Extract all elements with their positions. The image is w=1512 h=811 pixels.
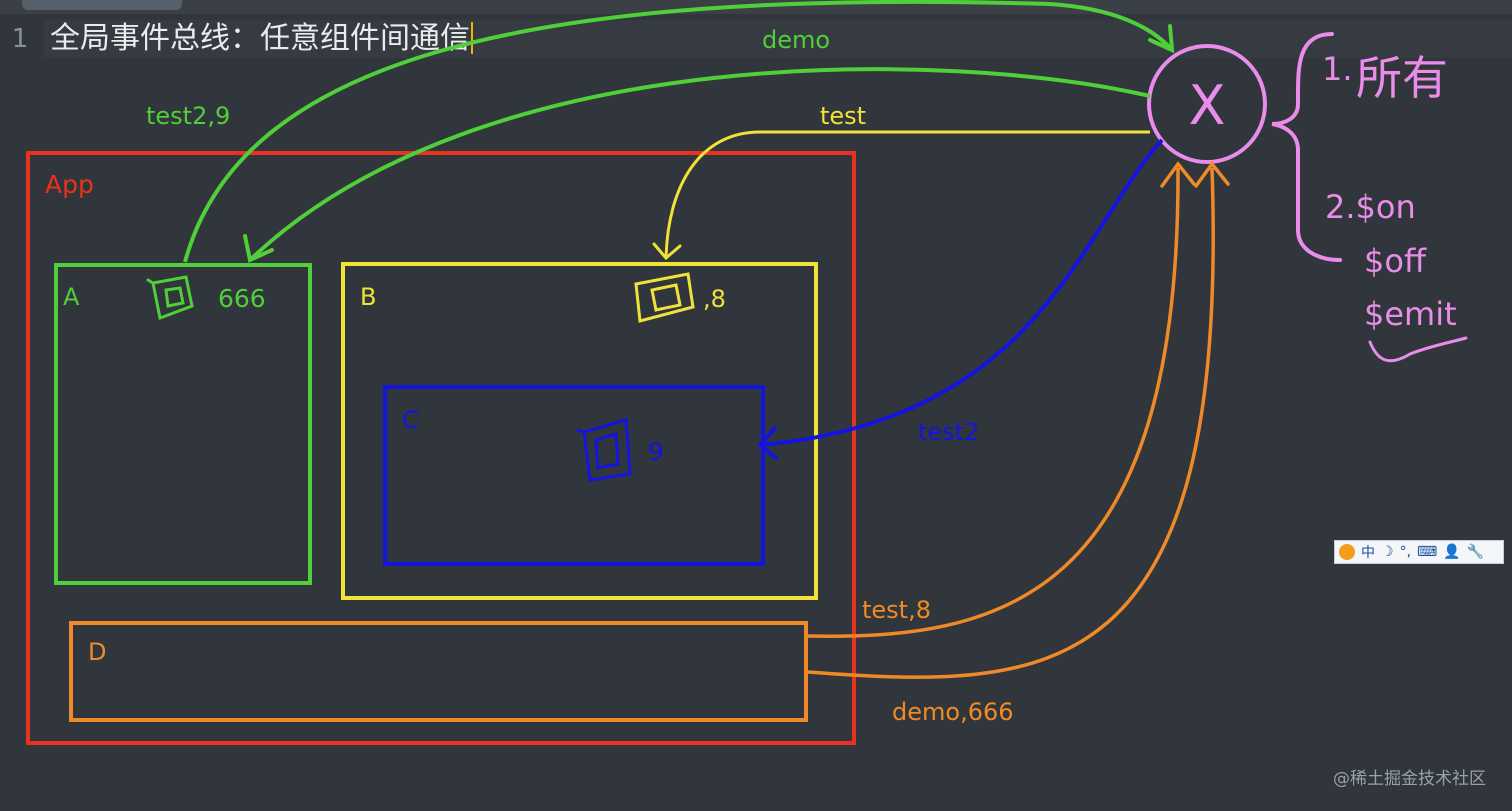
line-number: 1	[11, 24, 29, 54]
component-c-value: 9	[648, 437, 664, 466]
label-test2-9: test2,9	[146, 102, 230, 130]
label-test-8: test,8	[862, 596, 931, 624]
note-off: $off	[1364, 242, 1427, 280]
notes-brace	[1271, 32, 1342, 262]
keyboard-icon[interactable]: ⌨	[1417, 544, 1438, 560]
component-b-box	[341, 262, 818, 600]
note-item1-scribble: 所有	[1356, 51, 1448, 105]
editor-tab[interactable]	[22, 0, 182, 10]
text-caret	[471, 22, 473, 54]
component-c-box	[383, 385, 765, 566]
ime-logo-icon[interactable]	[1339, 544, 1355, 560]
code-line[interactable]: 全局事件总线：任意组件间通信	[50, 20, 473, 58]
component-a-scribble-icon	[146, 275, 194, 321]
arrow-bus-to-c-head	[757, 426, 778, 460]
app-box	[26, 151, 856, 745]
app-label: App	[45, 170, 94, 199]
label-test2: test2	[918, 418, 979, 446]
component-c-scribble-icon	[576, 418, 632, 482]
user-icon[interactable]: 👤	[1443, 544, 1461, 560]
component-b-label: B	[360, 283, 376, 311]
ime-toolbar[interactable]: 中 ☽ °, ⌨ 👤 🔧	[1334, 540, 1504, 564]
component-d-box	[69, 621, 808, 722]
arrow-bus-to-a	[248, 67, 1151, 262]
arrow-bus-to-c	[759, 138, 1164, 447]
current-line-highlight	[44, 20, 1512, 58]
arrow-bus-to-b-head	[652, 242, 682, 261]
arrow-a-to-bus	[183, 0, 1174, 263]
note-emit-underline	[1368, 336, 1468, 363]
component-a-box	[54, 263, 312, 585]
moon-icon[interactable]: ☽	[1381, 544, 1394, 560]
label-test: test	[820, 102, 866, 130]
label-demo: demo	[762, 26, 830, 54]
arrow-bus-to-b	[664, 130, 1150, 259]
component-d-label: D	[88, 638, 106, 666]
arrow-a-to-bus-head	[1148, 24, 1175, 54]
arrow-d-to-bus-test	[807, 167, 1180, 638]
event-bus-symbol: X	[1189, 74, 1226, 137]
component-b-scribble-icon	[634, 272, 695, 323]
note-item1: 1.	[1322, 50, 1353, 88]
wrench-icon[interactable]: 🔧	[1466, 544, 1485, 560]
component-b-value: ,8	[703, 285, 726, 313]
note-item2: 2.$on	[1325, 188, 1416, 226]
component-a-value: 666	[218, 284, 266, 313]
arrow-d-to-bus-test-head	[1160, 161, 1196, 188]
code-text: 全局事件总线：任意组件间通信	[50, 21, 470, 56]
component-c-label: C	[402, 406, 419, 434]
arrow-d-to-bus-demo	[807, 167, 1215, 679]
note-emit: $emit	[1364, 295, 1457, 333]
component-a-label: A	[63, 283, 80, 311]
punctuation-icon[interactable]: °,	[1399, 544, 1412, 560]
event-bus-circle	[1147, 44, 1267, 164]
ime-item-0[interactable]: 中	[1361, 545, 1375, 561]
arrow-d-to-bus-demo-head	[1194, 161, 1230, 188]
label-demo-666: demo,666	[892, 698, 1014, 726]
arrow-bus-to-a-head	[243, 234, 274, 263]
watermark: @稀土掘金技术社区	[1333, 769, 1486, 789]
